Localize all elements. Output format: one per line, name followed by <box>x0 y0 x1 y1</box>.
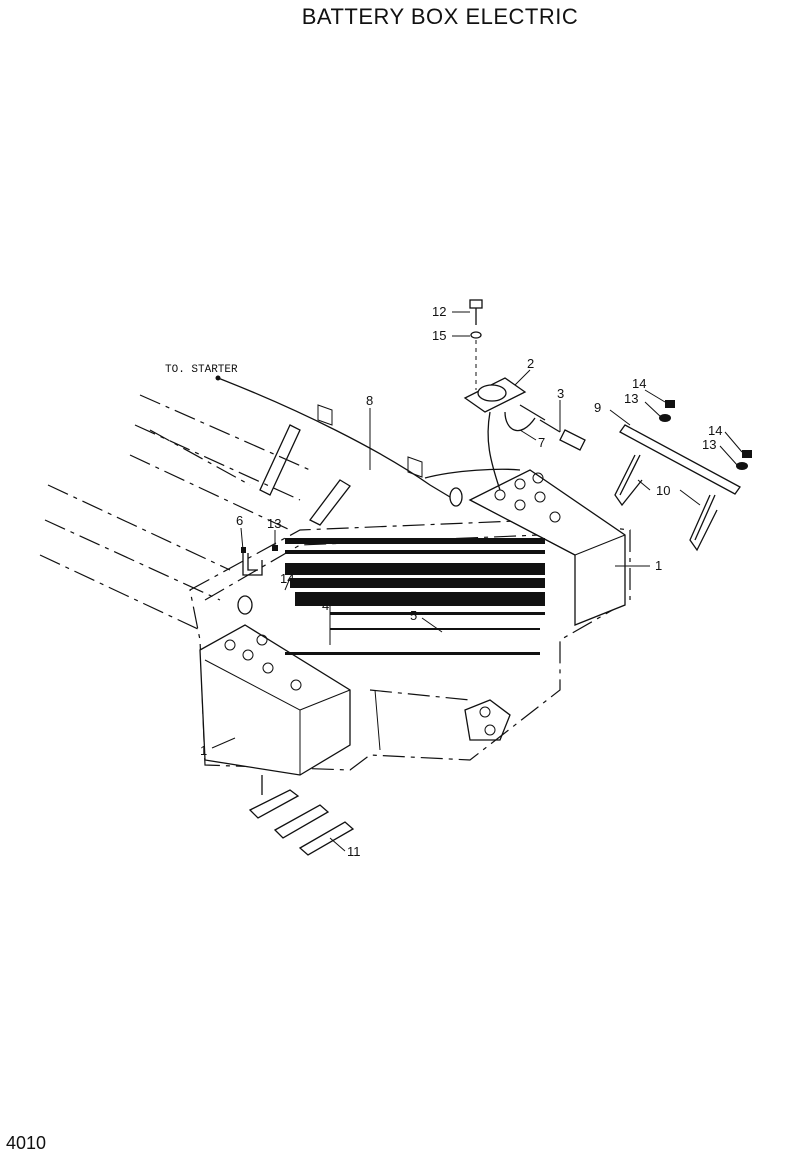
callout-1-lower: 1 <box>200 743 207 758</box>
callout-1-upper: 1 <box>655 558 662 573</box>
callout-13-right: 13 <box>702 437 716 452</box>
spacer-blocks-11 <box>248 775 355 856</box>
frame-lugs <box>374 689 511 751</box>
battery-lower <box>199 624 351 776</box>
battery-cover <box>285 538 545 655</box>
callout-labels: 12 15 2 3 7 8 9 14 13 14 13 10 1 6 13 14… <box>200 304 722 859</box>
callout-7: 7 <box>538 435 545 450</box>
battery-relay <box>463 377 527 413</box>
page-number: 4010 <box>6 1133 47 1153</box>
frame-brackets <box>259 404 423 526</box>
bolt-12 <box>469 299 483 390</box>
starter-wire <box>215 375 456 501</box>
callout-11: 11 <box>347 844 361 859</box>
j-bolts-10 <box>614 454 718 552</box>
callout-8: 8 <box>366 393 373 408</box>
callout-5: 5 <box>410 608 417 623</box>
relay-harness <box>487 404 546 491</box>
callout-9: 9 <box>594 400 601 415</box>
leader-lines <box>211 311 743 852</box>
nuts-washers-right <box>659 400 752 470</box>
callout-14-left: 14 <box>280 571 294 586</box>
j-bolt-6 <box>237 545 278 615</box>
cable-8 <box>424 468 521 507</box>
callout-15: 15 <box>432 328 446 343</box>
callout-10: 10 <box>656 483 670 498</box>
callout-2: 2 <box>527 356 534 371</box>
connector-3 <box>539 419 586 451</box>
battery-upper <box>468 469 626 626</box>
callout-14-right: 14 <box>708 423 722 438</box>
callout-14-top: 14 <box>632 376 646 391</box>
frame-rails <box>39 394 311 631</box>
callout-3: 3 <box>557 386 564 401</box>
callout-13-top: 13 <box>624 391 638 406</box>
callout-4: 4 <box>322 598 329 613</box>
diagram-title: BATTERY BOX ELECTRIC <box>301 4 579 29</box>
bar-9 <box>619 424 741 495</box>
to-starter-note: TO. STARTER <box>165 364 238 376</box>
callout-13-left: 13 <box>267 516 281 531</box>
callout-6: 6 <box>236 513 243 528</box>
callout-12: 12 <box>432 304 446 319</box>
